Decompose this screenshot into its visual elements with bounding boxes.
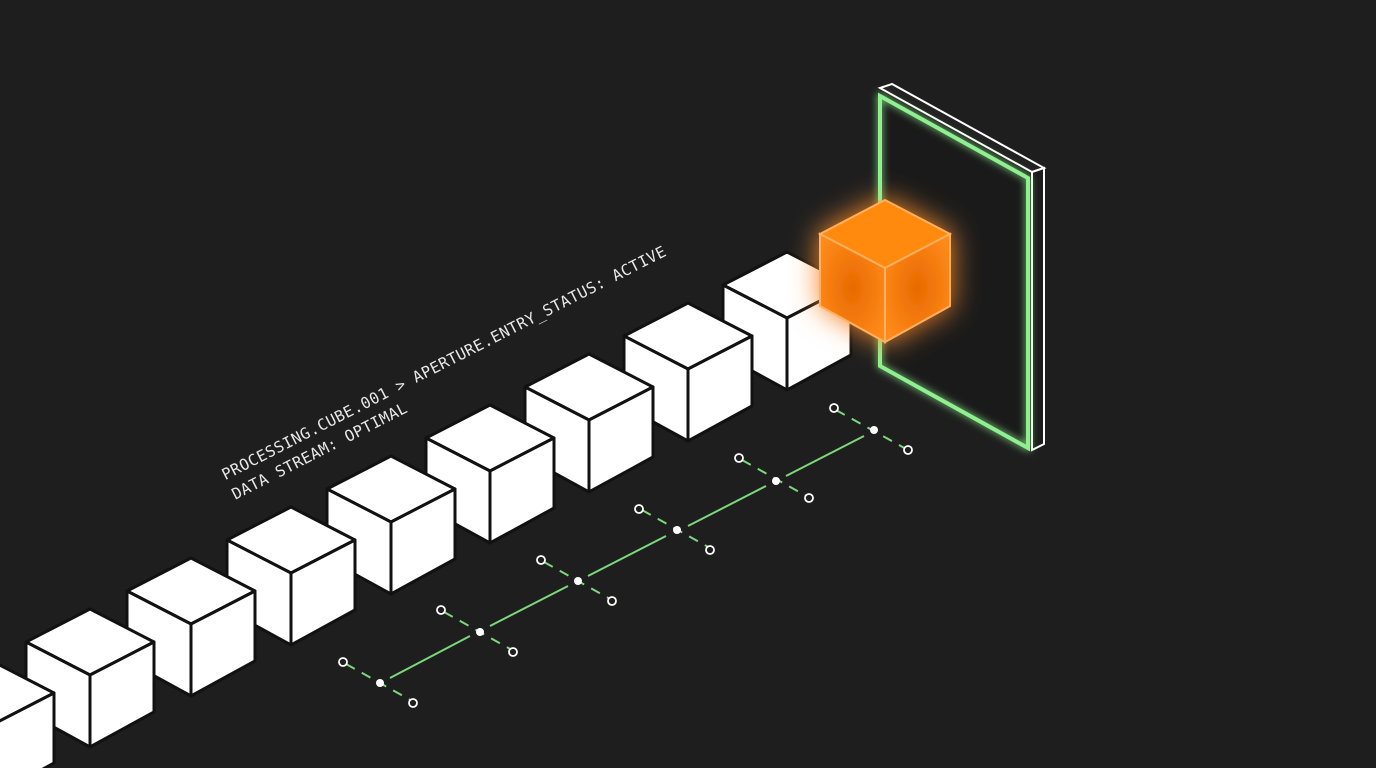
active-cube <box>817 198 953 344</box>
node-points <box>338 403 913 708</box>
aperture-frame <box>877 82 1047 452</box>
cube-stream <box>0 250 853 768</box>
